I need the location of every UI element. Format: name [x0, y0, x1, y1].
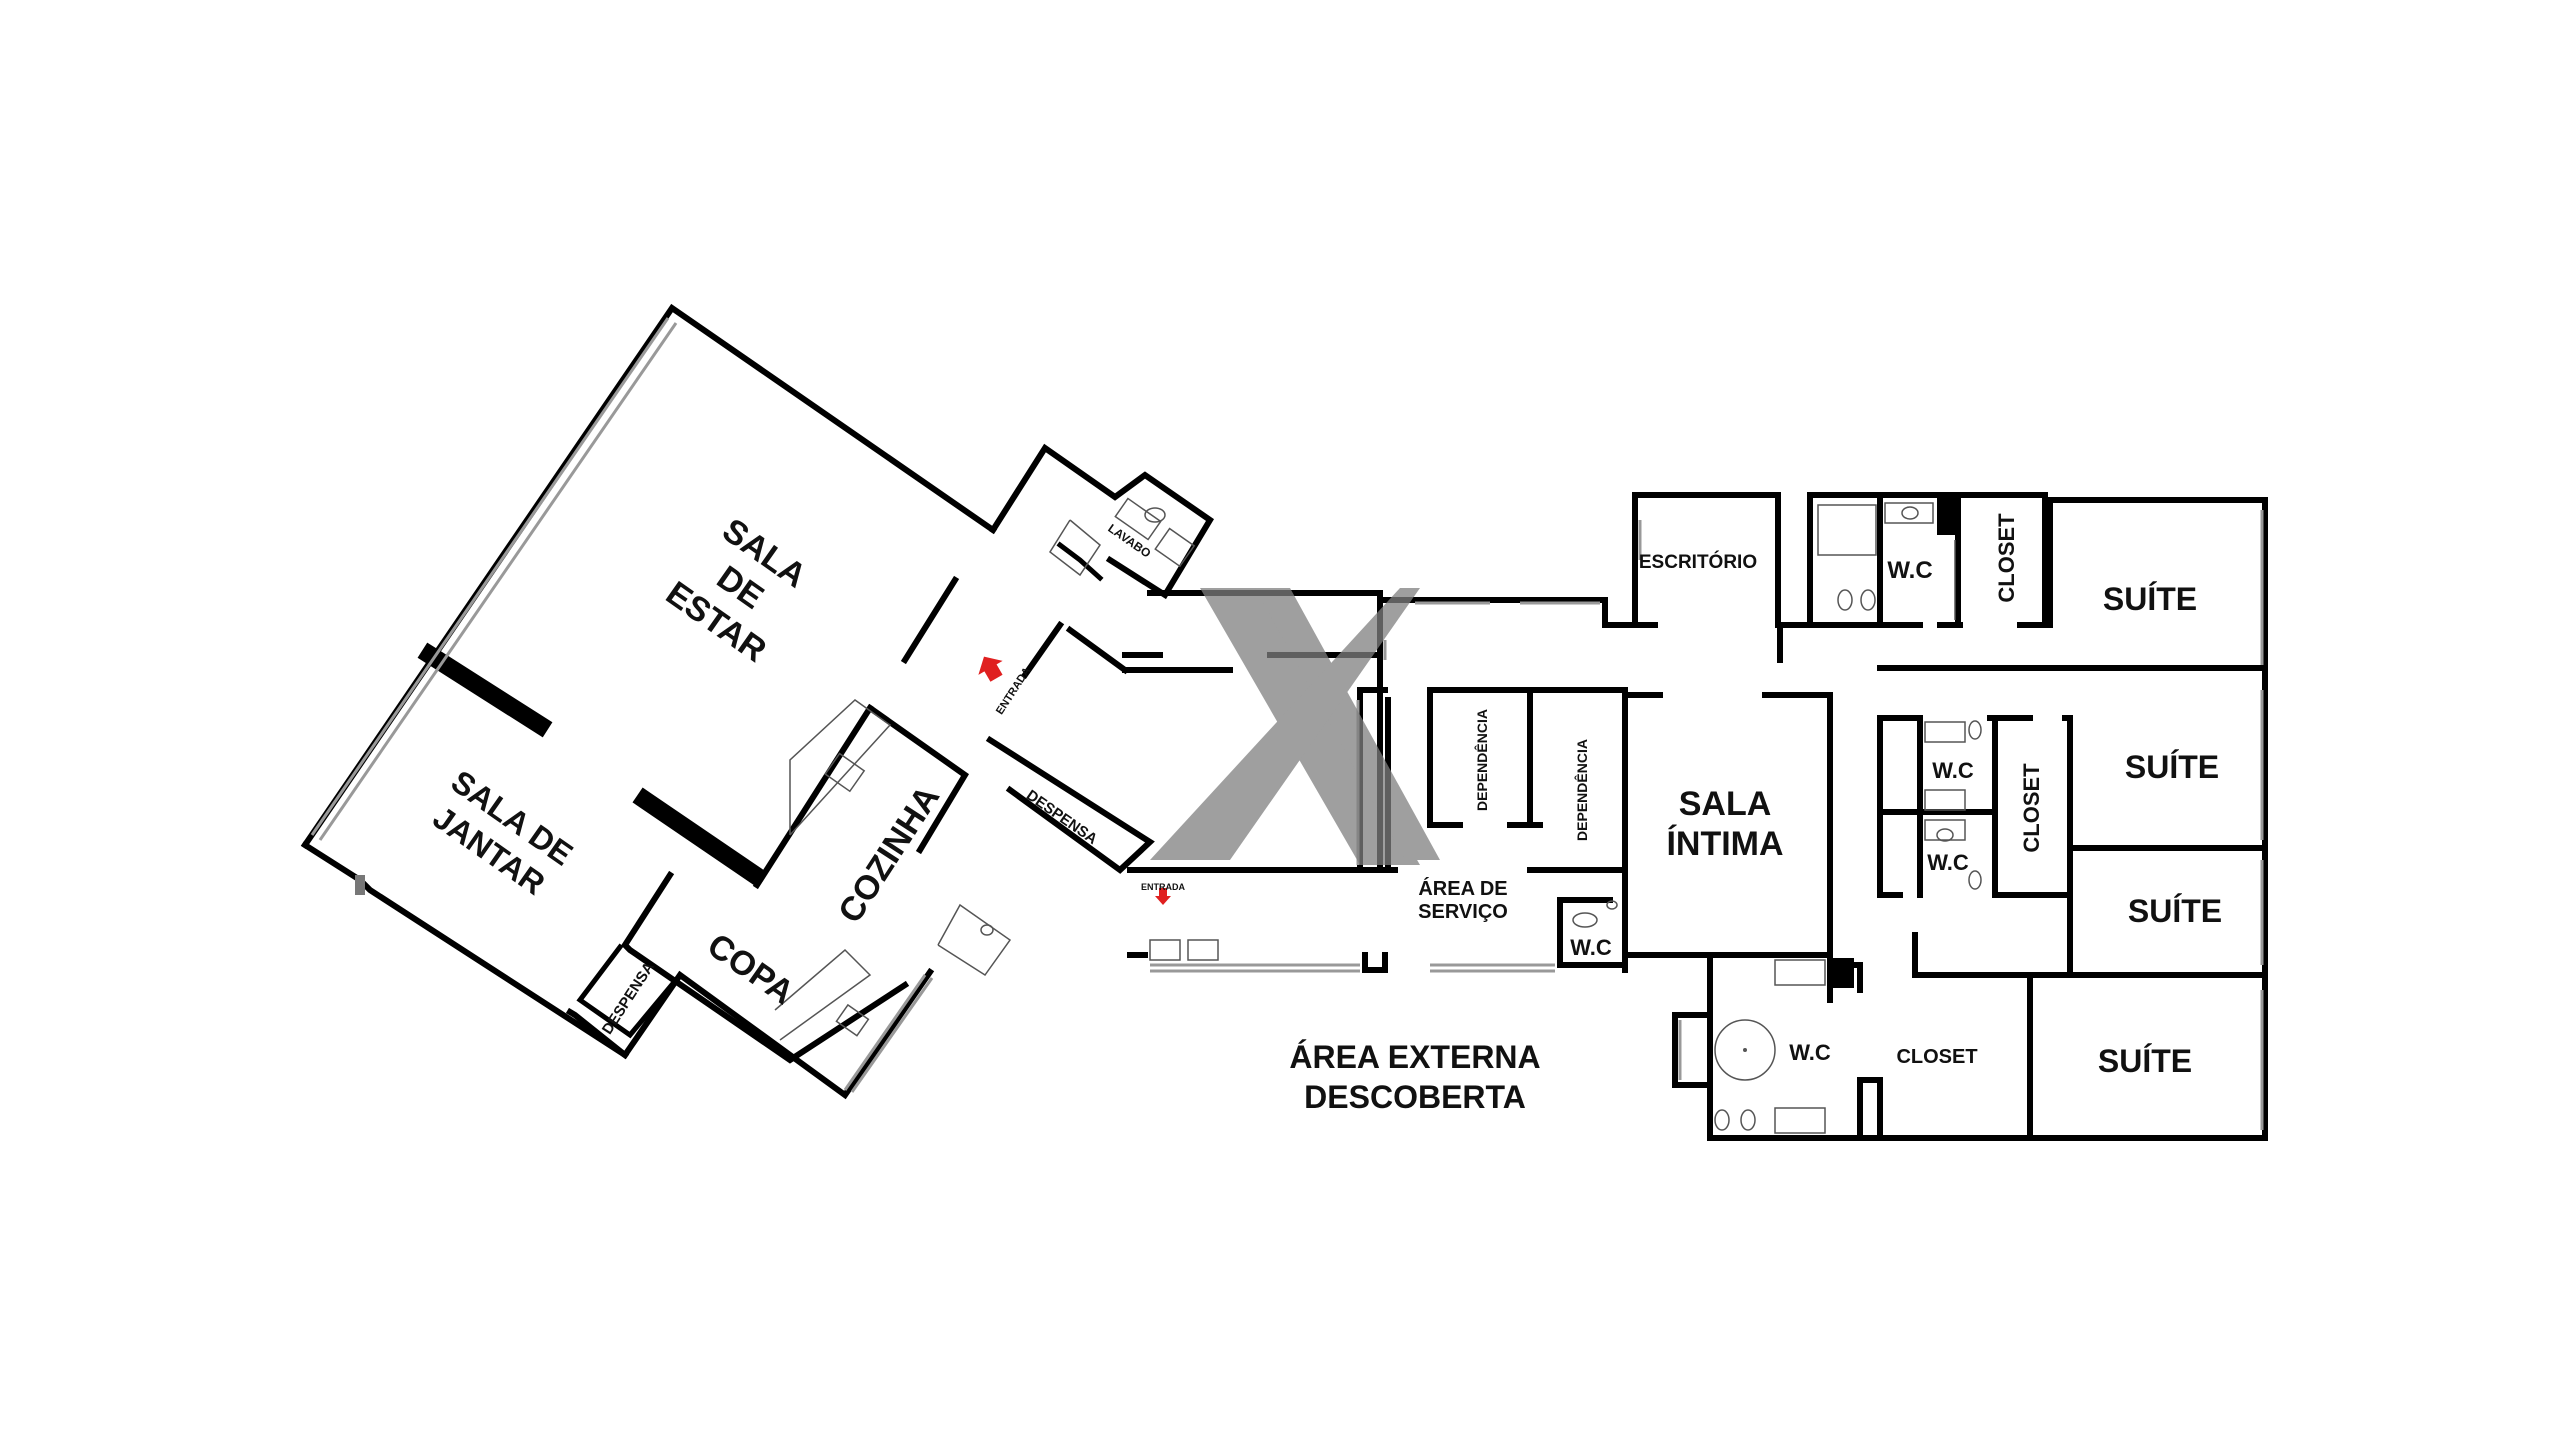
escritorio-label: ESCRITÓRIO	[1639, 551, 1757, 573]
sala-intima-label: SALA	[1679, 785, 1772, 823]
wall-column	[1937, 495, 1959, 535]
entrada-servico-label: ENTRADA	[1141, 882, 1185, 892]
wall-column	[355, 875, 365, 895]
west-wing-walls	[300, 303, 1233, 1100]
area-de-servico-label: ÁREA DE	[1418, 877, 1507, 900]
suite-3-label: SUÍTE	[2128, 893, 2222, 929]
red-arrow-icon	[1155, 888, 1171, 905]
red-arrow-icon	[978, 656, 1003, 682]
wc-servico-label: W.C	[1570, 935, 1612, 960]
area-de-servico-label: SERVIÇO	[1418, 901, 1508, 923]
east-wing-walls	[1615, 492, 2268, 1141]
closet-2-label: CLOSET	[2019, 763, 2044, 853]
closet-master-label: CLOSET	[1896, 1046, 1977, 1068]
suite-2-label: SUÍTE	[2125, 749, 2219, 785]
east-wing-fixtures	[1714, 502, 1982, 1134]
dependencia-2-label: DEPENDÊNCIA	[1573, 739, 1590, 841]
area-externa-label: ÁREA EXTERNA	[1289, 1039, 1540, 1075]
suite-4-label: SUÍTE	[2098, 1043, 2192, 1079]
wc-1-label: W.C	[1887, 557, 1932, 584]
dependencia-1-label: DEPENDÊNCIA	[1473, 709, 1490, 811]
west-wing-windows	[310, 317, 1012, 1093]
area-externa-label: DESCOBERTA	[1304, 1079, 1526, 1115]
wall-column	[1832, 958, 1854, 988]
x-logo-watermark	[1150, 588, 1440, 865]
closet-1-label: CLOSET	[1994, 513, 2019, 603]
suite-1-label: SUÍTE	[2103, 581, 2197, 617]
east-wing-windows	[1638, 510, 2264, 1130]
despensa-copa-label: DESPENSA	[599, 959, 658, 1038]
sala-intima-label: ÍNTIMA	[1666, 825, 1783, 863]
wc-master-label: W.C	[1789, 1040, 1831, 1065]
wc-3-label: W.C	[1927, 850, 1969, 875]
despensa-cozinha-label: DESPENSA	[1023, 787, 1100, 848]
cozinha-label: COZINHA	[831, 779, 947, 930]
wc-2-label: W.C	[1932, 758, 1974, 783]
